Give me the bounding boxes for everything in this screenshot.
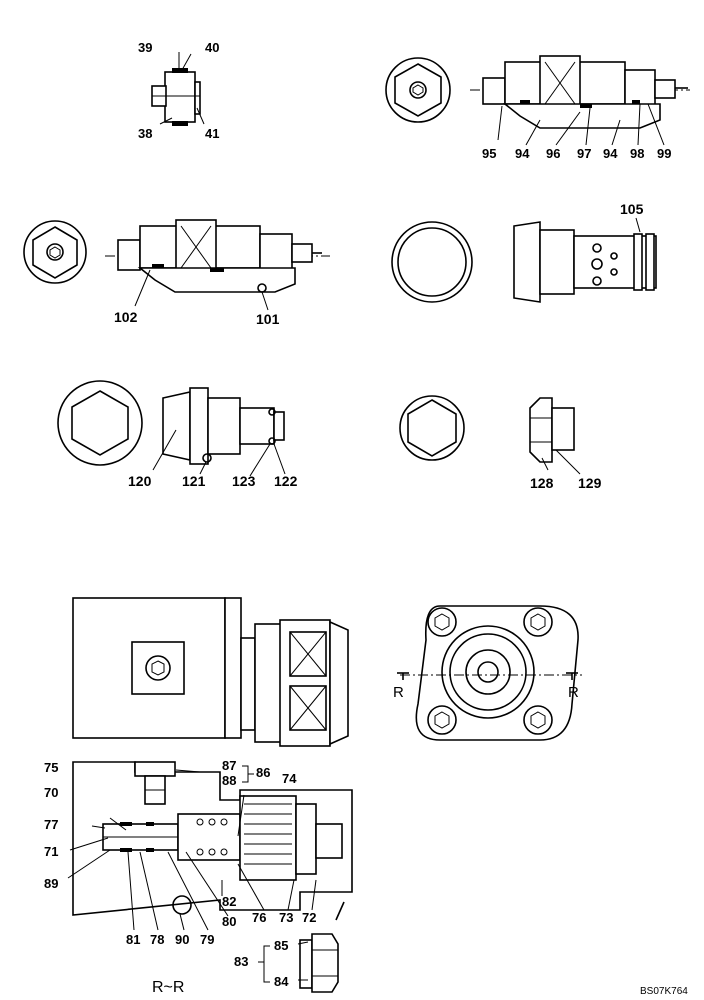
callout-labels: 39 40 38 41 95 94 96 97 94 98 99 102 101… — [44, 40, 671, 989]
callout-70: 70 — [44, 785, 58, 800]
group-brackets — [242, 765, 270, 983]
callout-83: 83 — [234, 954, 248, 969]
callout-39: 39 — [138, 40, 152, 55]
hex-end-view-128 — [399, 395, 465, 461]
callout-94: 94 — [603, 146, 618, 161]
callout-95: 95 — [482, 146, 496, 161]
callout-79: 79 — [200, 932, 214, 947]
main-body-side-view — [72, 597, 349, 747]
relief-valve-101-102 — [105, 219, 330, 311]
callout-89: 89 — [44, 876, 58, 891]
callout-75: 75 — [44, 760, 58, 775]
section-mark-right: R — [568, 684, 579, 701]
plug-83-85 — [297, 933, 339, 993]
hex-end-view-top — [385, 57, 451, 123]
callout-94: 94 — [515, 146, 530, 161]
cartridge-105 — [513, 217, 657, 303]
callout-78: 78 — [150, 932, 164, 947]
callout-121: 121 — [182, 473, 206, 489]
section-mark-left: R — [393, 684, 404, 701]
callout-85: 85 — [274, 938, 288, 953]
callout-81: 81 — [126, 932, 140, 947]
callout-88: 88 — [222, 773, 236, 788]
callout-82: 82 — [222, 894, 236, 909]
callout-84: 84 — [274, 974, 289, 989]
callout-77: 77 — [44, 817, 58, 832]
callout-96: 96 — [546, 146, 560, 161]
plug-128-129 — [529, 397, 581, 475]
round-end-view-120 — [57, 380, 143, 466]
plug-assembly-38-41 — [151, 52, 205, 126]
callout-105: 105 — [620, 201, 644, 217]
callout-86: 86 — [256, 765, 270, 780]
callout-101: 101 — [256, 311, 280, 327]
section-label: R~R — [152, 979, 184, 996]
callout-41: 41 — [205, 126, 219, 141]
section-r-r — [67, 761, 353, 931]
callout-76: 76 — [252, 910, 266, 925]
callout-72: 72 — [302, 910, 316, 925]
callout-80: 80 — [222, 914, 236, 929]
callout-102: 102 — [114, 309, 138, 325]
callout-38: 38 — [138, 126, 152, 141]
figure-code: BS07K764 — [640, 986, 688, 997]
callout-123: 123 — [232, 473, 256, 489]
round-end-view-105 — [391, 221, 473, 303]
callout-97: 97 — [577, 146, 591, 161]
callout-122: 122 — [274, 473, 298, 489]
callout-71: 71 — [44, 844, 58, 859]
callout-98: 98 — [630, 146, 644, 161]
callout-129: 129 — [578, 475, 602, 491]
callout-74: 74 — [282, 771, 297, 786]
callout-40: 40 — [205, 40, 219, 55]
flange-end-view — [397, 605, 582, 741]
callout-99: 99 — [657, 146, 671, 161]
callout-87: 87 — [222, 758, 236, 773]
callout-128: 128 — [530, 475, 554, 491]
callout-90: 90 — [175, 932, 189, 947]
hex-end-view-mid — [23, 220, 87, 284]
plug-assembly-120-123 — [152, 387, 286, 477]
callout-73: 73 — [279, 910, 293, 925]
callout-120: 120 — [128, 473, 152, 489]
relief-valve-94-99 — [470, 55, 690, 146]
